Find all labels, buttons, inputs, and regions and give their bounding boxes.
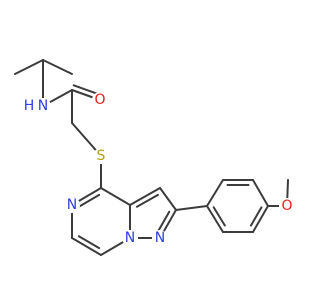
bond bbox=[100, 187, 131, 206]
double-bond-line bbox=[249, 206, 263, 227]
double-bond-line bbox=[212, 206, 226, 227]
atom-label-o-methoxy-background bbox=[279, 198, 295, 214]
atom-label-n-amide-background bbox=[35, 98, 51, 114]
bond bbox=[14, 59, 44, 75]
atom-label-h-amide-background bbox=[21, 98, 37, 114]
atom-label-o-carbonyl: O bbox=[94, 92, 105, 108]
atom-label-n-pyrazine: N bbox=[67, 197, 77, 213]
atom-label-s-thioether: S bbox=[97, 148, 106, 164]
atom-label-n-pyrazole: N bbox=[155, 230, 165, 246]
bond bbox=[252, 205, 269, 233]
bond bbox=[206, 179, 224, 207]
bond bbox=[175, 205, 208, 211]
atom-label-n-pyrazine-background bbox=[64, 197, 80, 213]
atom-label-n-pyrazole-background bbox=[152, 230, 168, 246]
bond bbox=[159, 187, 177, 211]
bond bbox=[206, 205, 224, 233]
double-bond-line bbox=[135, 193, 159, 208]
bonds bbox=[14, 59, 289, 256]
atom-label-n-bridge: N bbox=[125, 230, 135, 246]
atom-label-h-amide: H bbox=[24, 98, 35, 114]
bond bbox=[42, 59, 73, 75]
bond bbox=[252, 179, 269, 207]
atom-label-o-methoxy: O bbox=[281, 198, 292, 214]
bond bbox=[71, 237, 102, 256]
atom-label-n-bridge-background bbox=[122, 230, 138, 246]
atom-label-o-carbonyl-background bbox=[92, 92, 108, 108]
double-bond-line bbox=[77, 235, 101, 250]
bond bbox=[129, 187, 161, 206]
double-bond-line bbox=[157, 210, 171, 233]
atom-label-s-thioether-background bbox=[93, 148, 109, 164]
atom-label-n-amide: N bbox=[38, 98, 48, 114]
double-bond-line bbox=[77, 193, 101, 208]
